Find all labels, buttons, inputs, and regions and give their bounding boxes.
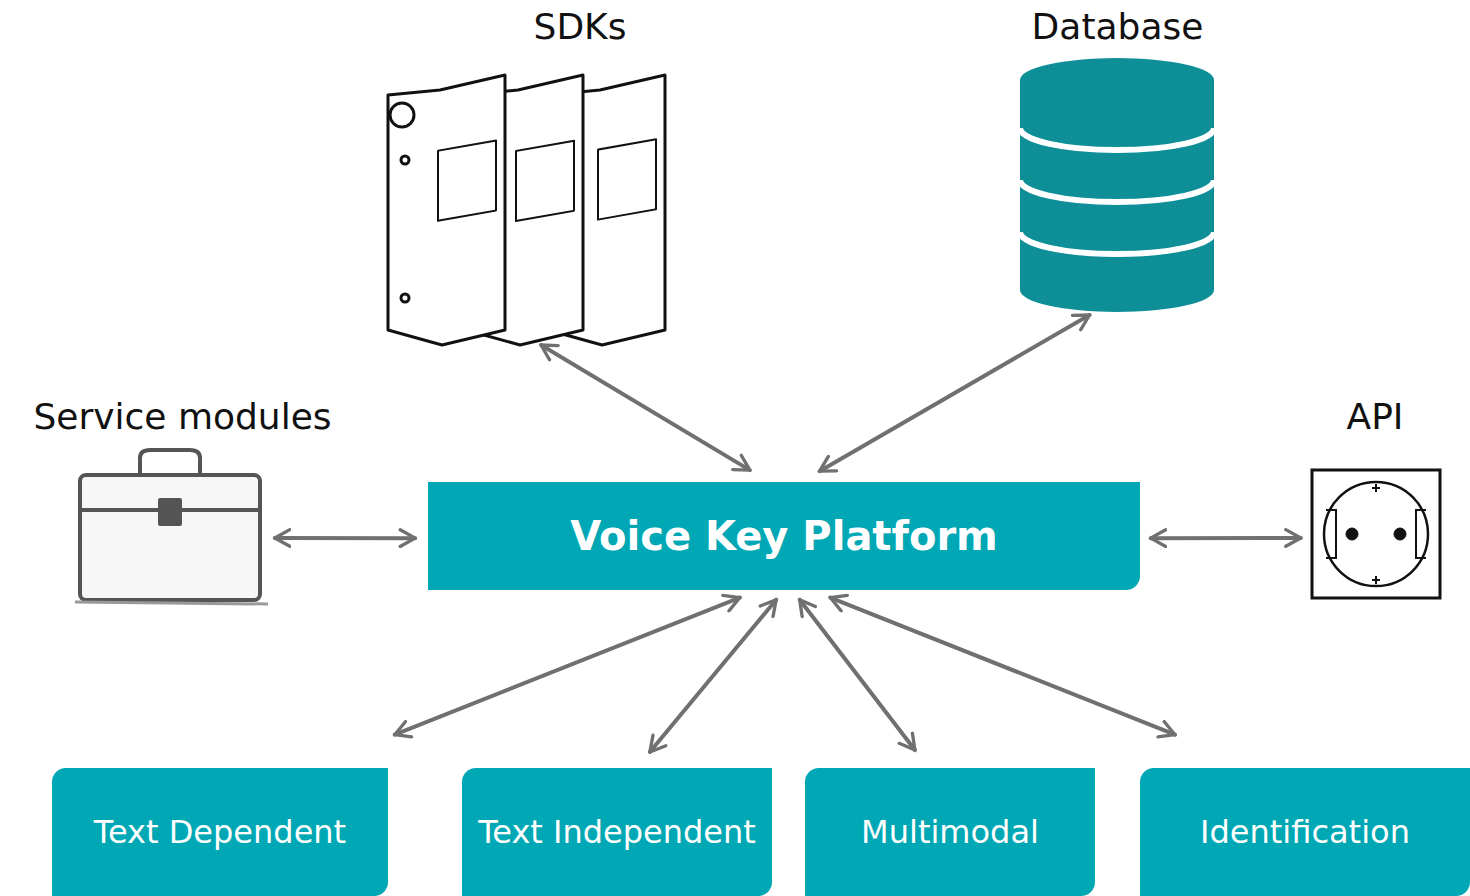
connector-arrow [650, 600, 776, 752]
platform-box: Voice Key Platform [428, 482, 1140, 590]
node-label: Voice Key Platform [570, 513, 998, 559]
node-label: Database [1010, 5, 1225, 48]
socket-icon [1312, 470, 1440, 598]
node-label: Text Independent [478, 814, 756, 851]
mode-box: Identification [1140, 768, 1470, 896]
connector-arrow [541, 345, 750, 470]
node-label: SDKs [430, 5, 730, 48]
database-icon-group: Database [1010, 5, 1225, 315]
node-label: Multimodal [861, 814, 1039, 851]
connector-arrow [830, 598, 1175, 735]
mode-box: Multimodal [805, 768, 1095, 896]
briefcase-icon [75, 450, 268, 604]
connector-arrow [820, 315, 1090, 471]
api-icon-group: API [1305, 395, 1445, 610]
node-label: Service modules [5, 395, 360, 438]
database-icon [1020, 58, 1214, 312]
node-label: Text Dependent [94, 814, 346, 851]
service-icon-group: Service modules [5, 395, 360, 610]
connector-arrow [275, 536, 415, 540]
connector-arrow [1151, 536, 1301, 540]
sdk-icon-group: SDKs [430, 5, 730, 345]
binders-icon [388, 75, 665, 345]
mode-box: Text Dependent [52, 768, 388, 896]
connector-arrow [395, 598, 740, 735]
node-label: API [1305, 395, 1445, 438]
mode-box: Text Independent [462, 768, 772, 896]
node-label: Identification [1200, 814, 1410, 851]
